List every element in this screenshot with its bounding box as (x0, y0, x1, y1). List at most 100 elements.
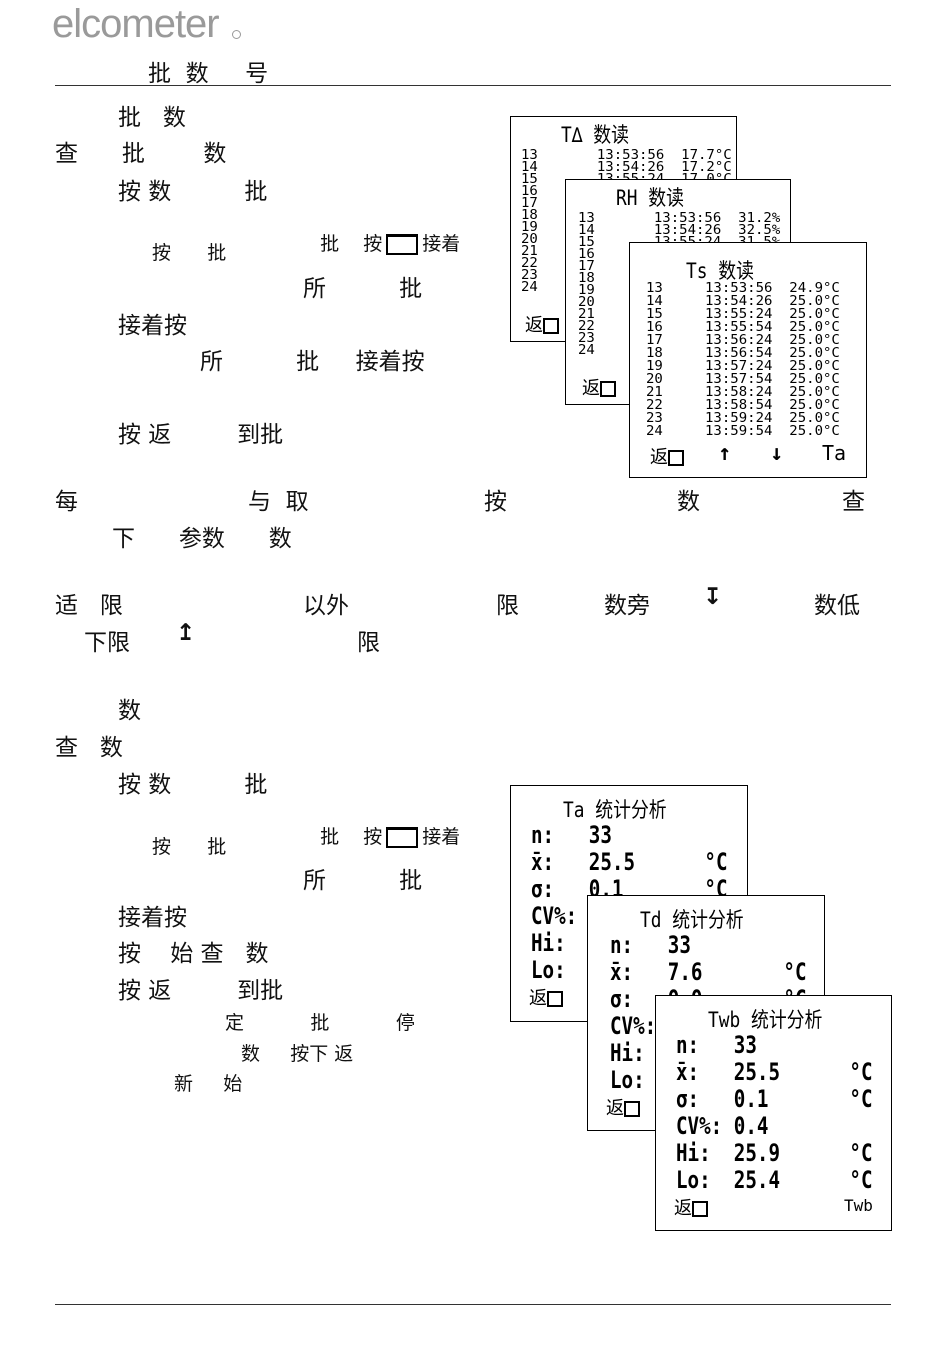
stat-row: Hi: 25.9 °C (676, 1139, 873, 1167)
lower-limit-icon: ↥ (176, 620, 196, 646)
stat-row: n: 33 (531, 821, 612, 849)
lcd-row: 24 13:59:54 25.0°C (646, 423, 840, 439)
lcd-screen-twb-stats: Twb 统计分析 n: 33 x̄: 25.5 °C σ: 0.1 °C CV%… (655, 995, 892, 1231)
stat-row: x̄: 25.5 °C (531, 848, 728, 876)
lcd-mode-tag: Twb (844, 1196, 873, 1215)
sec2-line1: 数 (118, 698, 141, 724)
sec1-line4: 批 按接着 (308, 207, 460, 256)
stat-row: σ: 0.1 °C (676, 1085, 873, 1113)
stat-row: Lo: (610, 1066, 645, 1094)
lcd-row: 20 (521, 231, 538, 247)
lcd-row: 21 (578, 306, 595, 322)
lcd-row: 18 (521, 207, 538, 223)
footer-rule (55, 1304, 891, 1305)
sec2-line2: 查 数 (55, 735, 123, 761)
lcd-screen-ts-read: Ts 数读 13 13:53:56 24.9°C 14 13:54:26 25.… (629, 242, 867, 478)
para3-line1-a: 适 限 (55, 593, 123, 619)
para2-line1-c: 按 (484, 489, 507, 515)
para2-line1-b: 与 取 (248, 489, 309, 515)
return-icon (668, 450, 684, 466)
sec1-line4-text-b: 接着 (422, 233, 461, 255)
lcd-title: RH 数读 (616, 186, 684, 210)
lcd-row: 17 (521, 195, 538, 211)
lcd-row: 14 13:54:26 17.2°C (521, 159, 732, 175)
lcd-row: 15 13:55:24 25.0°C (646, 306, 840, 322)
lcd-return: 返 (529, 984, 563, 1010)
lcd-row: 16 (521, 183, 538, 199)
return-icon (600, 381, 616, 397)
lcd-return: 返 (606, 1094, 640, 1120)
sec2-line4-text: 批 按 (320, 826, 383, 848)
lcd-row: 22 (578, 318, 595, 334)
stat-row: Hi: (610, 1039, 645, 1067)
lcd-title: T∆ 数读 (561, 123, 629, 147)
lcd-row: 19 (578, 282, 595, 298)
sec2-line7: 接着按 (118, 905, 187, 931)
para3-line2-b: 限 (357, 630, 380, 656)
para3-line1-b: 以外 (303, 593, 349, 619)
lcd-row: 17 13:56:24 25.0°C (646, 332, 840, 348)
sec2-line10: 定 批 停 (225, 1012, 415, 1034)
lcd-row: 24 (578, 342, 595, 358)
sec1-line7: 接着按 (118, 313, 187, 339)
sec1-line6: 所 批 (303, 276, 423, 302)
lcd-return: 返 (674, 1194, 708, 1220)
lcd-row: 16 13:55:54 25.0°C (646, 319, 840, 335)
lcd-row: 23 (578, 330, 595, 346)
para2-line1-a: 每 (55, 489, 78, 515)
stat-row: CV%: 0.4 (676, 1112, 769, 1140)
para2-line2: 下 参数 数 (112, 526, 292, 552)
lcd-return: 返 (525, 311, 559, 337)
sec1-line9: 按 返 到批 (118, 422, 284, 448)
lcd-title: Twb 统计分析 (708, 1008, 823, 1032)
lcd-title: Ta 统计分析 (563, 798, 667, 822)
sec2-line8: 按 始 查 数 (118, 941, 269, 967)
lcd-row: 22 13:58:54 25.0°C (646, 397, 840, 413)
lcd-title: Ts 数读 (686, 259, 754, 283)
para3-line1-d: 数旁 (604, 593, 650, 619)
sec1-line8: 所 批 接着按 (200, 349, 425, 375)
upper-limit-icon: ↧ (703, 584, 723, 610)
lcd-title: Td 统计分析 (640, 908, 744, 932)
lcd-row: 23 (521, 267, 538, 283)
return-icon (543, 318, 559, 334)
lcd-row: 13 13:53:56 31.2% (578, 210, 781, 226)
stat-row: x̄: 25.5 °C (676, 1058, 873, 1086)
arrow-up-icon: ↑ (718, 441, 732, 466)
lcd-return: 返 (582, 374, 616, 400)
header-rule (55, 85, 891, 86)
sec2-line6: 所 批 (303, 868, 423, 894)
stat-row: n: 33 (676, 1031, 757, 1059)
sec2-line4: 批 按接着 (308, 800, 460, 849)
sec1-line3: 按 数 批 (118, 179, 268, 205)
sec1-line5: 按 批 (152, 242, 227, 264)
lcd-row: 17 (578, 258, 595, 274)
folder-icon (386, 234, 419, 255)
para3-line2-a: 下限 (84, 630, 130, 656)
lcd-row: 14 13:54:26 25.0°C (646, 293, 840, 309)
sec1-line2: 查 批 数 (55, 141, 227, 167)
lcd-row: 19 13:57:24 25.0°C (646, 358, 840, 374)
sec2-line5: 按 批 (152, 836, 227, 858)
lcd-row: 20 13:57:54 25.0°C (646, 371, 840, 387)
return-icon (692, 1201, 708, 1217)
lcd-return: 返 (650, 443, 684, 469)
lcd-row: 24 (521, 279, 538, 295)
registered-mark-icon (232, 30, 241, 39)
sec2-line9: 按 返 到批 (118, 978, 284, 1004)
return-icon (624, 1101, 640, 1117)
return-icon (547, 991, 563, 1007)
para3-line1-c: 限 (496, 593, 519, 619)
lcd-row: 18 (578, 270, 595, 286)
stat-row: CV%: (610, 1012, 657, 1040)
arrow-down-icon: ↓ (770, 441, 784, 466)
lcd-row: 13 13:53:56 24.9°C (646, 280, 840, 296)
lcd-row: 21 13:58:24 25.0°C (646, 384, 840, 400)
lcd-row: 14 13:54:26 32.5% (578, 222, 781, 238)
para2-line1-d: 数 (677, 489, 700, 515)
sec1-line1: 批 数 (118, 105, 186, 131)
lcd-row: 13 13:53:56 17.7°C (521, 147, 732, 163)
lcd-mode-tag: Ta (822, 441, 847, 465)
elcometer-logo: elcometer (52, 2, 220, 46)
sec2-line12: 新 始 (174, 1073, 243, 1095)
